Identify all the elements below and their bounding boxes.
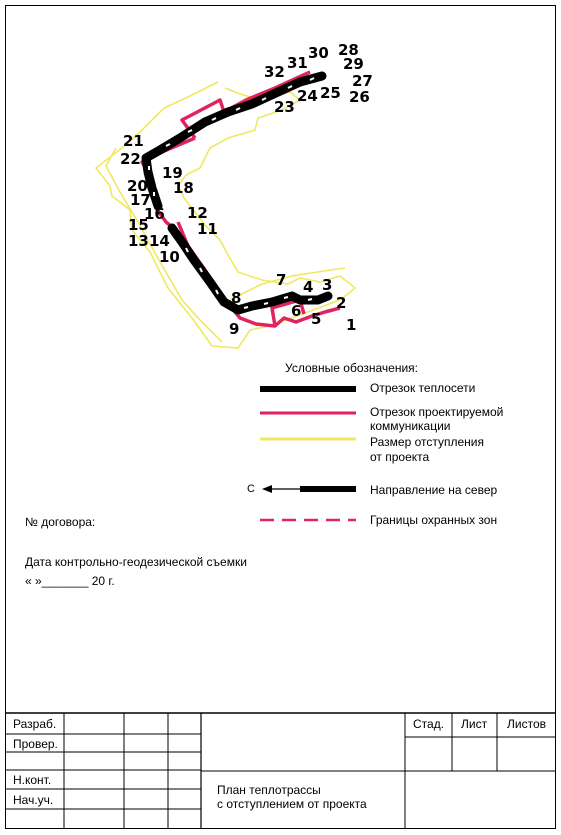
- point-label: 26: [349, 88, 370, 106]
- head-label: Нач.уч.: [13, 793, 54, 807]
- point-label: 19: [162, 164, 183, 182]
- survey-date-line: « »_______ 20 г.: [25, 574, 115, 588]
- point-label: 27: [352, 72, 373, 90]
- point-label: 1: [346, 316, 356, 334]
- point-label: 11: [197, 220, 218, 238]
- point-label: 17: [130, 191, 151, 209]
- contract-number-label: № договора:: [25, 515, 96, 529]
- point-label: 22: [120, 150, 141, 168]
- point-label: 10: [159, 248, 180, 266]
- legend-deviation-label: Размер отступления: [370, 435, 484, 449]
- point-label: 15: [128, 216, 149, 234]
- north-letter: С: [247, 483, 255, 495]
- stage-label: Стад.: [413, 717, 445, 731]
- point-label: 12: [187, 204, 208, 222]
- title-block-grid: [5, 712, 556, 829]
- point-label: 18: [173, 179, 194, 197]
- point-label: 13: [128, 232, 149, 250]
- point-label: 25: [320, 84, 341, 102]
- point-label: 28: [338, 41, 359, 59]
- point-label: 30: [308, 44, 329, 62]
- survey-date-label: Дата контрольно-геодезической съемки: [25, 555, 247, 569]
- point-label: 4: [303, 278, 313, 296]
- point-label: 31: [287, 54, 308, 72]
- point-label: 3: [322, 276, 332, 294]
- norm-control-label: Н.конт.: [13, 773, 52, 787]
- legend-deviation-label-2: от проекта: [370, 450, 430, 464]
- legend-heat-label: Отрезок теплосети: [370, 381, 476, 395]
- drawing-subtitle: с отступлением от проекта: [217, 797, 367, 811]
- point-label: 14: [149, 232, 170, 250]
- point-label: 21: [123, 132, 144, 150]
- legend-symbols: [260, 386, 356, 522]
- legend-north-label: Направление на север: [370, 483, 498, 497]
- north-arrow-icon: [262, 485, 272, 493]
- legend-projected-label-2: коммуникации: [370, 419, 451, 433]
- checked-label: Провер.: [13, 737, 58, 751]
- sheets-label: Листов: [507, 717, 546, 731]
- drawing-title: План теплотрассы: [217, 783, 321, 797]
- point-label: 6: [291, 302, 301, 320]
- point-label: 9: [229, 320, 239, 338]
- point-label: 29: [343, 55, 364, 73]
- developed-label: Разраб.: [13, 717, 57, 731]
- deviation-outline: [94, 81, 357, 349]
- drawing-frame: [5, 5, 556, 829]
- legend-title: Условные обозначения:: [285, 361, 418, 375]
- point-label: 23: [274, 98, 295, 116]
- point-label: 5: [311, 310, 321, 328]
- point-label: 8: [231, 289, 241, 307]
- point-label: 16: [144, 205, 165, 223]
- point-label: 20: [127, 177, 148, 195]
- heat-line-marks: [148, 77, 315, 309]
- point-label: 2: [336, 294, 346, 312]
- point-labels: 1 2 3 4 5 6 7 8 9 10 11 12 13 14 15 16 1…: [120, 41, 373, 338]
- point-label: 7: [276, 271, 286, 289]
- sheet-label: Лист: [461, 717, 488, 731]
- legend-projected-label: Отрезок проектируемой: [370, 405, 504, 419]
- point-label: 32: [264, 63, 285, 81]
- legend-zones-label: Границы охранных зон: [370, 513, 498, 527]
- point-label: 24: [297, 87, 318, 105]
